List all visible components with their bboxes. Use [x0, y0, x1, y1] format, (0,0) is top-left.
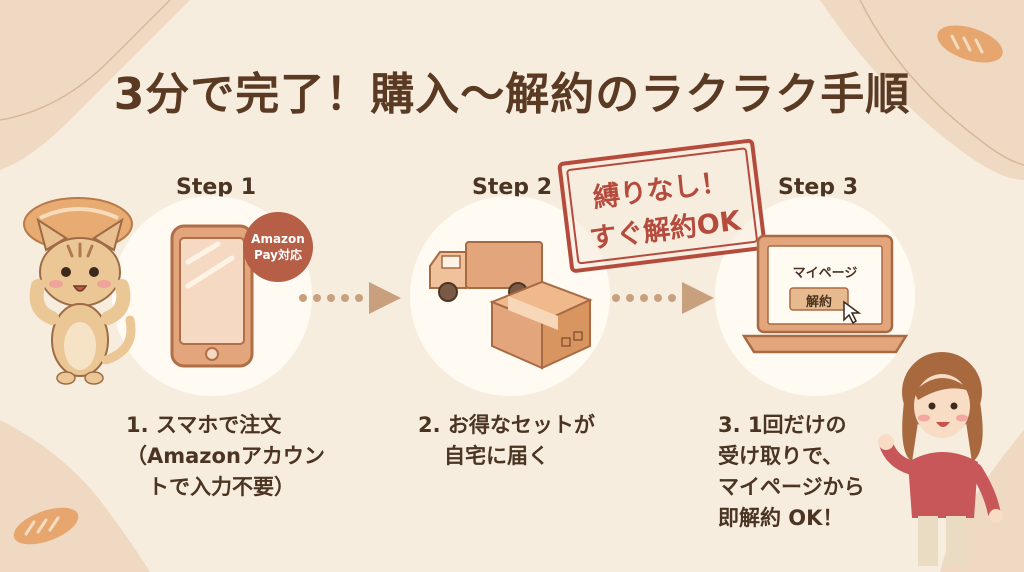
arrow-step2-to-step3: [612, 282, 714, 314]
bread-icon: [13, 507, 79, 545]
cardboard-box-icon: [489, 280, 593, 370]
step-3-description: 3. 1回だけの 受け取りで、 マイページから 即解約 OK！: [718, 410, 865, 534]
mypage-heading: マイページ: [792, 266, 858, 281]
step-1-description: 1. スマホで注文 （Amazonアカウン トで入力不要）: [126, 410, 325, 503]
stamp-frame: 縛りなし！ すぐ解約OK: [557, 138, 768, 274]
badge-line-2: Pay対応: [253, 248, 303, 262]
badge-line-1: Amazon: [251, 232, 305, 246]
cat-mascot-icon: [23, 197, 136, 385]
amazon-pay-badge: Amazon Pay対応: [243, 212, 313, 282]
step-1-desc-line: トで入力不要）: [148, 475, 295, 499]
step-1-label: Step 1: [176, 175, 256, 200]
step-3-desc-line: 即解約 OK！: [718, 506, 844, 530]
delivery-truck-icon: [429, 241, 543, 302]
smartphone-icon: [170, 224, 254, 368]
no-contract-stamp: 縛りなし！ すぐ解約OK: [557, 138, 768, 274]
step-2-desc-line: 自宅に届く: [444, 444, 549, 468]
step-1-desc-line: 1. スマホで注文: [126, 413, 282, 437]
bread-icon: [937, 25, 1003, 63]
step-2-desc-line: 2. お得なセットが: [418, 413, 595, 437]
step-3-desc-line: マイページから: [718, 475, 865, 499]
page-title: 3分で完了！購入〜解約のラクラク手順: [113, 69, 911, 120]
laptop-icon: [741, 234, 909, 354]
step-3-label: Step 3: [778, 175, 858, 200]
step-2-label: Step 2: [472, 175, 552, 200]
step-3-desc-line: 受け取りで、: [718, 444, 844, 468]
woman-character-icon: [878, 352, 1003, 566]
arrow-step1-to-step2: [299, 282, 401, 314]
step-3-desc-line: 3. 1回だけの: [718, 413, 847, 437]
step-1-desc-line: （Amazonアカウン: [126, 444, 325, 468]
cancel-button[interactable]: 解約: [805, 295, 832, 310]
step-2-description: 2. お得なセットが 自宅に届く: [418, 410, 595, 472]
